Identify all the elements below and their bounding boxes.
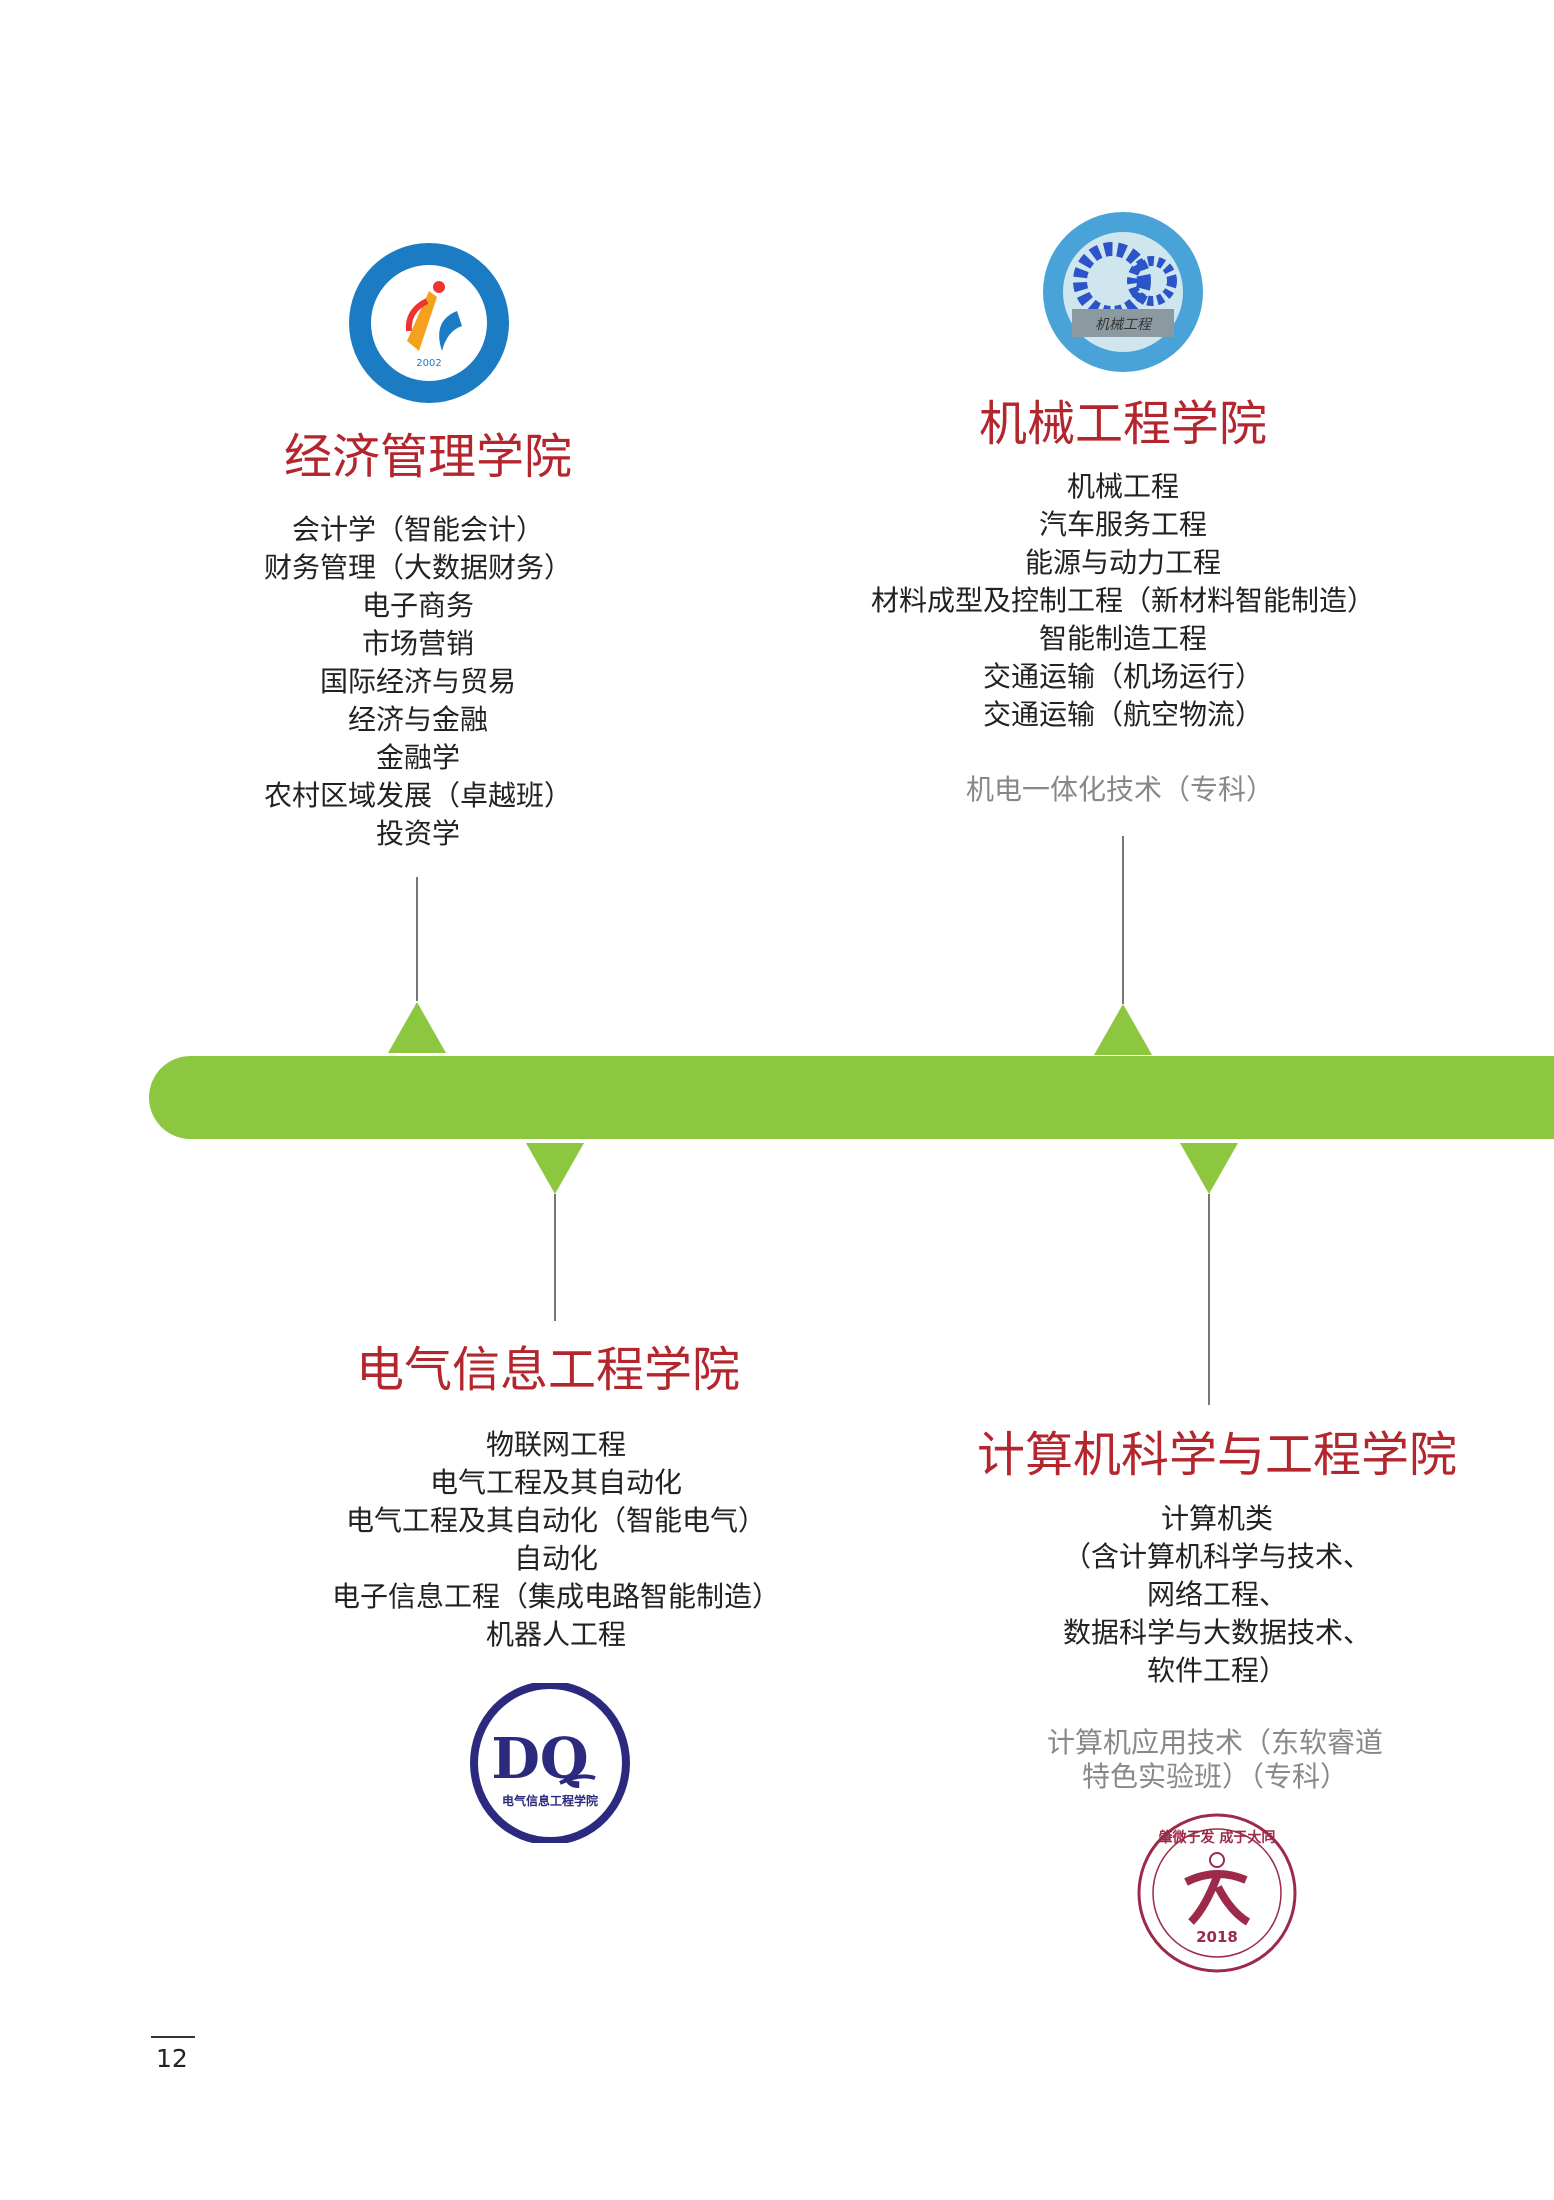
major-item: 电子商务: [361, 589, 475, 622]
major-item: 网络工程、: [1146, 1578, 1288, 1611]
connector-line: [1208, 1194, 1210, 1405]
cs-college-logo: 肇微于发 成于大同 2018: [1137, 1813, 1297, 1973]
cs-college-title: 计算机科学与工程学院: [976, 1427, 1458, 1483]
diploma-item: 特色实验班）（专科）: [1081, 1760, 1349, 1793]
cs-majors-list: 计算机类 （含计算机科学与技术、 网络工程、 数据科学与大数据技术、 软件工程）: [1063, 1500, 1371, 1690]
major-item: 交通运输（机场运行）: [982, 660, 1264, 693]
mechanical-college-title: 机械工程学院: [978, 396, 1268, 452]
major-item: 智能制造工程: [1038, 622, 1208, 655]
pointer-up-triangle: [1094, 1004, 1152, 1055]
electrical-college-title: 电气信息工程学院: [355, 1342, 741, 1398]
major-item: 国际经济与贸易: [319, 665, 517, 698]
major-item: 经济与金融: [347, 703, 489, 736]
mechanical-diploma-list: 机电一体化技术（专科）: [966, 771, 1274, 809]
connector-line: [416, 877, 418, 1001]
timeline-bar: [149, 1056, 1554, 1139]
major-item: 电气工程及其自动化（智能电气）: [345, 1504, 767, 1537]
major-item: 材料成型及控制工程（新材料智能制造）: [870, 584, 1376, 617]
major-item: 交通运输（航空物流）: [982, 698, 1264, 731]
major-item: 电子信息工程（集成电路智能制造）: [331, 1580, 781, 1613]
svg-text:2002: 2002: [416, 358, 441, 369]
svg-text:肇微于发 成于大同: 肇微于发 成于大同: [1159, 1829, 1276, 1846]
page-number-rule: [151, 2036, 195, 2038]
cs-diploma-list: 计算机应用技术（东软睿道 特色实验班）（专科）: [1047, 1726, 1383, 1794]
pointer-down-triangle: [1180, 1143, 1238, 1194]
major-item: 自动化: [513, 1542, 599, 1575]
major-item: 农村区域发展（卓越班）: [263, 779, 573, 812]
major-item: 计算机类: [1160, 1502, 1274, 1535]
svg-text:2018: 2018: [1196, 1928, 1238, 1946]
major-item: 市场营销: [361, 627, 475, 660]
electrical-majors-list: 物联网工程 电气工程及其自动化 电气工程及其自动化（智能电气） 自动化 电子信息…: [332, 1426, 780, 1654]
major-item: 能源与动力工程: [1024, 546, 1222, 579]
diploma-item: 计算机应用技术（东软睿道: [1046, 1726, 1384, 1759]
economics-college-title: 经济管理学院: [283, 429, 573, 485]
major-item: （含计算机科学与技术、: [1062, 1540, 1372, 1573]
major-item: 金融学: [375, 741, 461, 774]
major-item: 机器人工程: [485, 1618, 627, 1651]
major-item: 机械工程: [1066, 470, 1180, 503]
major-item: 财务管理（大数据财务）: [263, 551, 573, 584]
connector-line: [1122, 836, 1124, 1004]
major-item: 电气工程及其自动化: [429, 1466, 683, 1499]
economics-college-logo: 2002: [349, 243, 509, 403]
major-item: 汽车服务工程: [1038, 508, 1208, 541]
svg-text:电气信息工程学院: 电气信息工程学院: [502, 1793, 598, 1808]
major-item: 物联网工程: [485, 1428, 627, 1461]
diploma-item: 机电一体化技术（专科）: [965, 773, 1275, 806]
major-item: 软件工程）: [1146, 1654, 1288, 1687]
major-item: 投资学: [375, 817, 461, 850]
svg-text:机械工程: 机械工程: [1095, 317, 1153, 333]
major-item: 数据科学与大数据技术、: [1062, 1616, 1372, 1649]
connector-line: [554, 1194, 556, 1321]
page-number: 12: [156, 2044, 188, 2073]
svg-text:DQ: DQ: [491, 1726, 588, 1792]
mechanical-college-logo: 机械工程: [1043, 212, 1203, 372]
pointer-up-triangle: [388, 1002, 446, 1053]
major-item: 会计学（智能会计）: [291, 513, 545, 546]
pointer-down-triangle: [526, 1143, 584, 1194]
economics-majors-list: 会计学（智能会计） 财务管理（大数据财务） 电子商务 市场营销 国际经济与贸易 …: [264, 511, 572, 853]
mechanical-majors-list: 机械工程 汽车服务工程 能源与动力工程 材料成型及控制工程（新材料智能制造） 智…: [871, 468, 1375, 734]
electrical-college-logo: DQ 电气信息工程学院: [470, 1683, 630, 1843]
